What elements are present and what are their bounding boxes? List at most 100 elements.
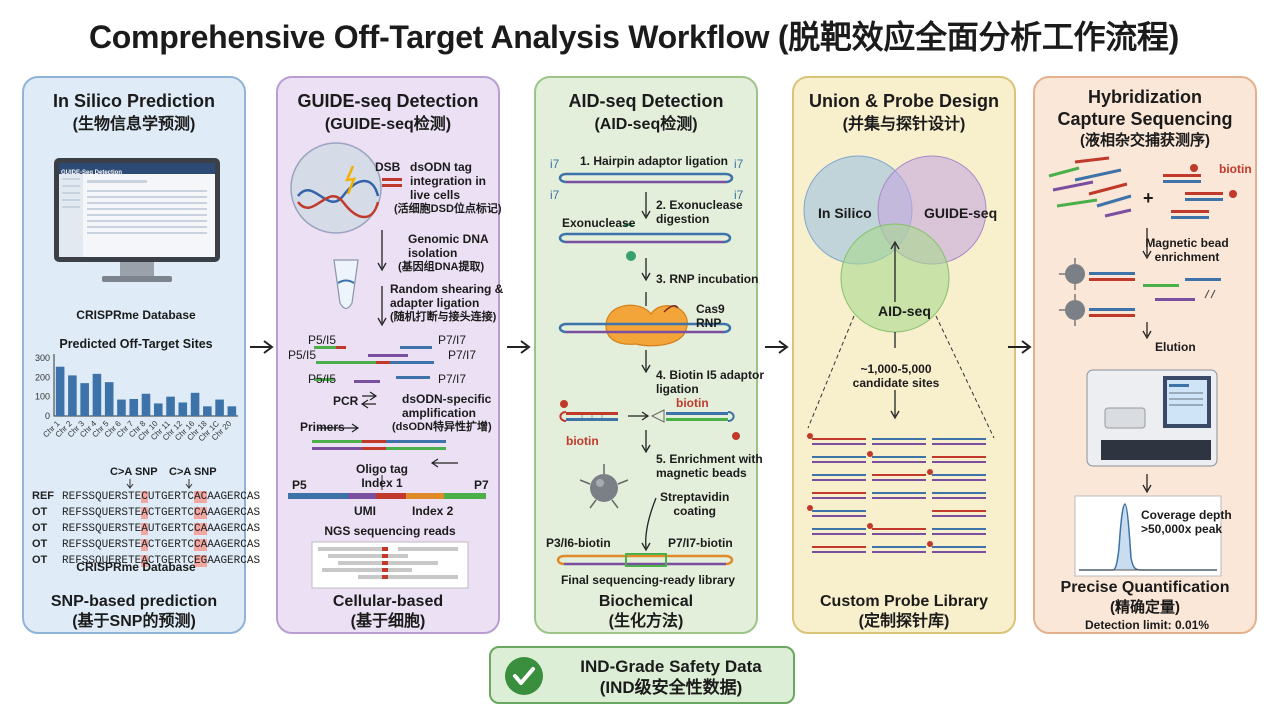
panel-hybridization: Hybridization Capture Sequencing (液相杂交捕获… bbox=[1033, 76, 1257, 634]
probe-strand bbox=[932, 474, 986, 476]
probe-strand bbox=[932, 551, 986, 553]
panel-guide-seq: GUIDE-seq Detection (GUIDE-seq检测) bbox=[276, 76, 503, 634]
adapter-p5-3: P5/I5 bbox=[308, 372, 337, 386]
panel-title: AID-seq Detection bbox=[568, 91, 724, 111]
panel-footer: Cellular-based bbox=[332, 593, 444, 610]
i7-label-1: i7 bbox=[550, 157, 560, 171]
venn-label-in-silico: In Silico bbox=[818, 205, 872, 221]
snp-highlight: EG bbox=[194, 555, 208, 567]
panel-title: Hybridization Capture Sequencing bbox=[1057, 87, 1233, 129]
panel-title: Union & Probe Design bbox=[808, 91, 999, 111]
p7-label: P7 bbox=[474, 478, 489, 492]
probe-strand bbox=[932, 528, 986, 530]
probe-strand bbox=[812, 528, 866, 530]
probe-strand bbox=[812, 438, 866, 440]
biotin-dot bbox=[927, 541, 933, 547]
chart-bar bbox=[166, 396, 175, 416]
elution-label: Elution bbox=[1155, 340, 1196, 354]
panel-title-cn: (生物信息学预测) bbox=[72, 116, 196, 133]
p7-label: P7/I7-biotin bbox=[668, 536, 733, 550]
i7-label-2: i7 bbox=[734, 157, 744, 171]
probe-strand bbox=[932, 497, 986, 499]
biotin-dot bbox=[807, 433, 813, 439]
biotin-dot bbox=[867, 523, 873, 529]
guide-seq-illustration bbox=[288, 142, 486, 589]
monitor-illustration bbox=[54, 158, 220, 282]
panel-footer-cn: (生化方法) bbox=[608, 613, 684, 630]
capture-illustration bbox=[1048, 156, 1237, 577]
panel-footer: Custom Probe Library bbox=[819, 593, 989, 610]
chart-bar bbox=[68, 375, 77, 416]
snp-label-1: C>A SNP bbox=[110, 466, 158, 478]
probe-strand bbox=[872, 474, 926, 476]
chart-bar bbox=[215, 399, 224, 416]
db-label: CRISPRme Database bbox=[76, 308, 196, 322]
umi-label: UMI bbox=[354, 504, 376, 518]
chart-bar bbox=[227, 406, 237, 416]
panel-footer-cn: (基于细胞) bbox=[350, 613, 426, 630]
panel-footer-cn: (定制探针库) bbox=[858, 613, 950, 630]
probe-strand bbox=[872, 461, 926, 463]
snp-label-2: C>A SNP bbox=[169, 466, 217, 478]
panel-title: In Silico Prediction bbox=[52, 91, 216, 111]
streptavidin-label: Streptavidin coating bbox=[660, 490, 730, 518]
row-tag: OT bbox=[32, 554, 48, 566]
probe-strand bbox=[812, 510, 866, 512]
y-tick-label: 100 bbox=[35, 392, 50, 402]
probe-strand bbox=[932, 533, 986, 535]
probe-strand bbox=[932, 456, 986, 458]
adapter-p7-1: P7/I7 bbox=[438, 333, 467, 347]
chart-bar bbox=[178, 402, 188, 416]
venn-label-guide-seq: GUIDE-seq bbox=[924, 205, 998, 221]
detection-limit: Detection limit: 0.01% bbox=[1084, 618, 1210, 632]
probe-strand bbox=[812, 456, 866, 458]
panel-title-cn: (并集与探针设计) bbox=[842, 116, 966, 133]
probe-strand bbox=[812, 551, 866, 553]
probe-strand bbox=[932, 510, 986, 512]
snp-highlight: CA bbox=[194, 539, 208, 551]
probe-strand bbox=[812, 443, 866, 445]
biotin-label: biotin bbox=[1219, 162, 1252, 176]
p3-label: P3/I6-biotin bbox=[546, 536, 611, 550]
chart-bar bbox=[141, 393, 151, 416]
probe-strand bbox=[872, 479, 926, 481]
probe-strand bbox=[872, 551, 926, 553]
probe-strand bbox=[872, 497, 926, 499]
probe-strand bbox=[932, 461, 986, 463]
adapter-p7-2: P7/I7 bbox=[448, 348, 477, 362]
probe-strand bbox=[872, 438, 926, 440]
panel-footer: Biochemical bbox=[598, 593, 694, 610]
result-box: IND-Grade Safety Data (IND级安全性数据) bbox=[489, 646, 795, 704]
step-amplification-cn: (dsODN特异性扩增) bbox=[392, 421, 492, 433]
venn-label-aid-seq: AID-seq bbox=[878, 303, 931, 319]
probe-strand bbox=[812, 497, 866, 499]
chart-bar bbox=[190, 392, 200, 416]
probe-strand bbox=[872, 443, 926, 445]
probe-strand bbox=[812, 474, 866, 476]
final-library-label: Final sequencing-ready library bbox=[560, 573, 736, 587]
snp-highlight: CA bbox=[194, 523, 208, 535]
step-biotin: 4. Biotin I5 adaptor ligation bbox=[656, 368, 765, 396]
probe-strand bbox=[872, 533, 926, 535]
snp-highlight: CA bbox=[194, 507, 208, 519]
step-enrichment: 5. Enrichment with magnetic beads bbox=[656, 452, 763, 480]
panel-title-cn: (GUIDE-seq检测) bbox=[324, 116, 452, 133]
biotin-label-2: biotin bbox=[566, 434, 599, 448]
probe-strand bbox=[932, 479, 986, 481]
probe-strand bbox=[812, 533, 866, 535]
plus-sign: + bbox=[1143, 188, 1154, 208]
coverage-label: Coverage depth >50,000x peak bbox=[1141, 508, 1232, 536]
arrow-right-icon bbox=[1008, 340, 1032, 354]
biotin-dot bbox=[867, 451, 873, 457]
panel-title: GUIDE-seq Detection bbox=[297, 91, 479, 111]
step-dna-isolation: Genomic DNA isolation bbox=[408, 232, 489, 260]
chart-bar bbox=[80, 383, 89, 416]
probe-strand bbox=[932, 515, 986, 517]
step-dna-isolation-cn: (基因组DNA提取) bbox=[398, 261, 485, 273]
panel-in-silico: In Silico Prediction (生物信息学预测) GUIDE-Seq… bbox=[22, 76, 260, 634]
snp-highlight: A bbox=[141, 523, 148, 535]
snp-highlight: A bbox=[141, 555, 148, 567]
